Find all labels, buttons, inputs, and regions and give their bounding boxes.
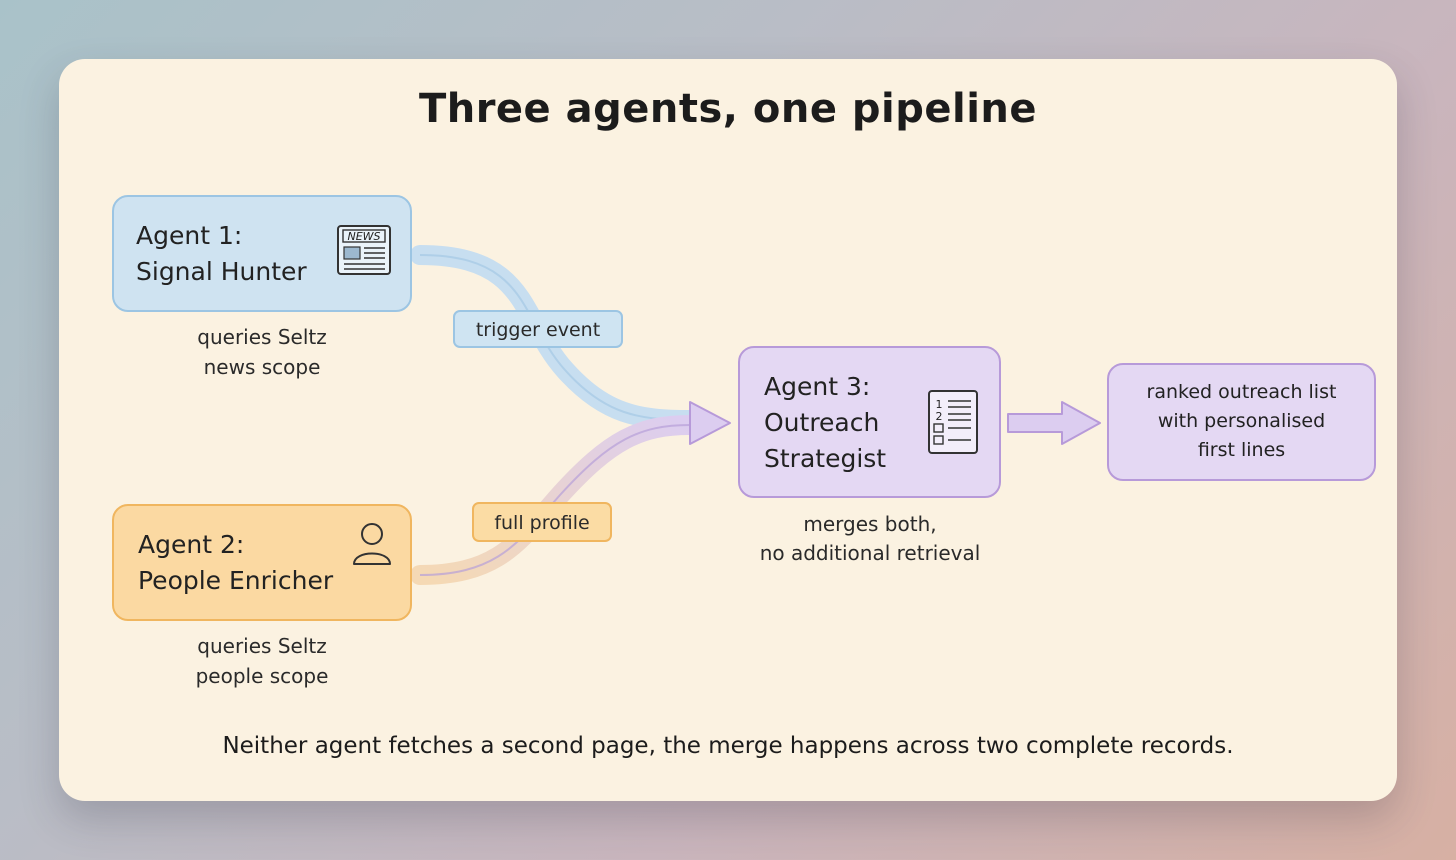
footnote: Neither agent fetches a second page, the… — [222, 733, 1234, 759]
output-box — [1107, 363, 1376, 481]
agent-3-title: Agent 3: Outreach Strategist — [764, 372, 887, 473]
checklist-number-1: 1 — [936, 398, 943, 411]
agent-2-title: Agent 2: People Enricher — [138, 530, 334, 595]
checklist-icon: 1 2 — [928, 390, 978, 454]
checklist-number-2: 2 — [936, 410, 943, 423]
agent-3-caption: merges both, no additional retrieval — [759, 512, 981, 565]
newspaper-icon-text: NEWS — [347, 230, 380, 243]
output-arrow — [1007, 401, 1101, 445]
newspaper-icon: NEWS — [337, 225, 391, 275]
agent-2-box — [112, 504, 412, 621]
full-profile-label: full profile — [472, 502, 612, 542]
person-icon — [353, 523, 391, 565]
agent-1-caption: queries Seltz news scope — [197, 325, 327, 379]
diagram-title: Three agents, one pipeline — [418, 86, 1038, 132]
agent-2-caption: queries Seltz people scope — [195, 634, 329, 688]
merge-arrowhead — [689, 401, 731, 445]
trigger-event-label: trigger event — [453, 310, 623, 348]
agent-1-title: Agent 1: Signal Hunter — [136, 221, 307, 286]
output-text: ranked outreach list with personalised f… — [1146, 381, 1337, 461]
